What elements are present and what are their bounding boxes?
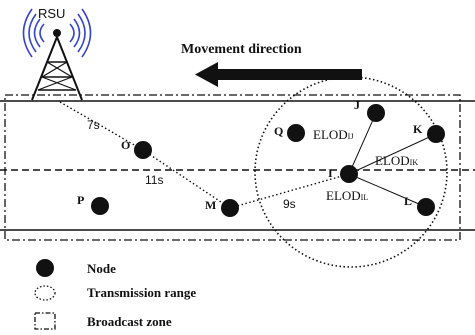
elod-ik-label: ELODIK (375, 153, 418, 168)
node-label-j: J (354, 98, 360, 112)
node-m (221, 199, 239, 217)
link-i-j (348, 112, 377, 175)
node-i (340, 165, 358, 183)
node-label-q: Q (274, 124, 283, 138)
broadcast-zone (4, 94, 461, 241)
elod-il-label: ELODIL (326, 188, 368, 203)
node-label-m: M (205, 198, 216, 212)
legend-transmission-range-icon (34, 285, 56, 301)
arrow-left-icon (195, 62, 362, 87)
edge-label-o-m: 11s (145, 173, 163, 187)
link-i-l (348, 173, 427, 208)
edge-label-m-i: 9s (283, 197, 296, 211)
node-label-i: I (328, 166, 333, 180)
link-rsu-o (59, 101, 144, 151)
link-m-i (229, 173, 350, 209)
legend: Node Transmission range Broadcast zone (34, 259, 196, 330)
movement-direction-label: Movement direction (181, 42, 302, 57)
node-p (91, 197, 109, 215)
node-j (367, 104, 385, 122)
legend-broadcast-zone-icon (34, 312, 56, 330)
link-o-m (142, 149, 231, 209)
node-label-l: L (404, 194, 412, 208)
node-label-o: O (121, 138, 130, 152)
node-label-p: P (77, 193, 84, 207)
legend-broadcast-zone-label: Broadcast zone (87, 314, 172, 329)
legend-transmission-range-label: Transmission range (87, 285, 196, 300)
node-label-k: K (413, 122, 423, 136)
legend-node-label: Node (87, 261, 116, 276)
elod-ij-label: ELODIJ (313, 127, 353, 142)
node-q (287, 124, 305, 142)
node-o (134, 141, 152, 159)
edge-label-rsu-o: 7s (87, 118, 100, 132)
rsu-label: RSU (38, 6, 65, 21)
node-l (417, 198, 435, 216)
node-k (427, 125, 445, 143)
legend-node-icon (36, 259, 54, 277)
rsu-tower-icon (22, 8, 92, 101)
link-i-k (348, 133, 437, 175)
